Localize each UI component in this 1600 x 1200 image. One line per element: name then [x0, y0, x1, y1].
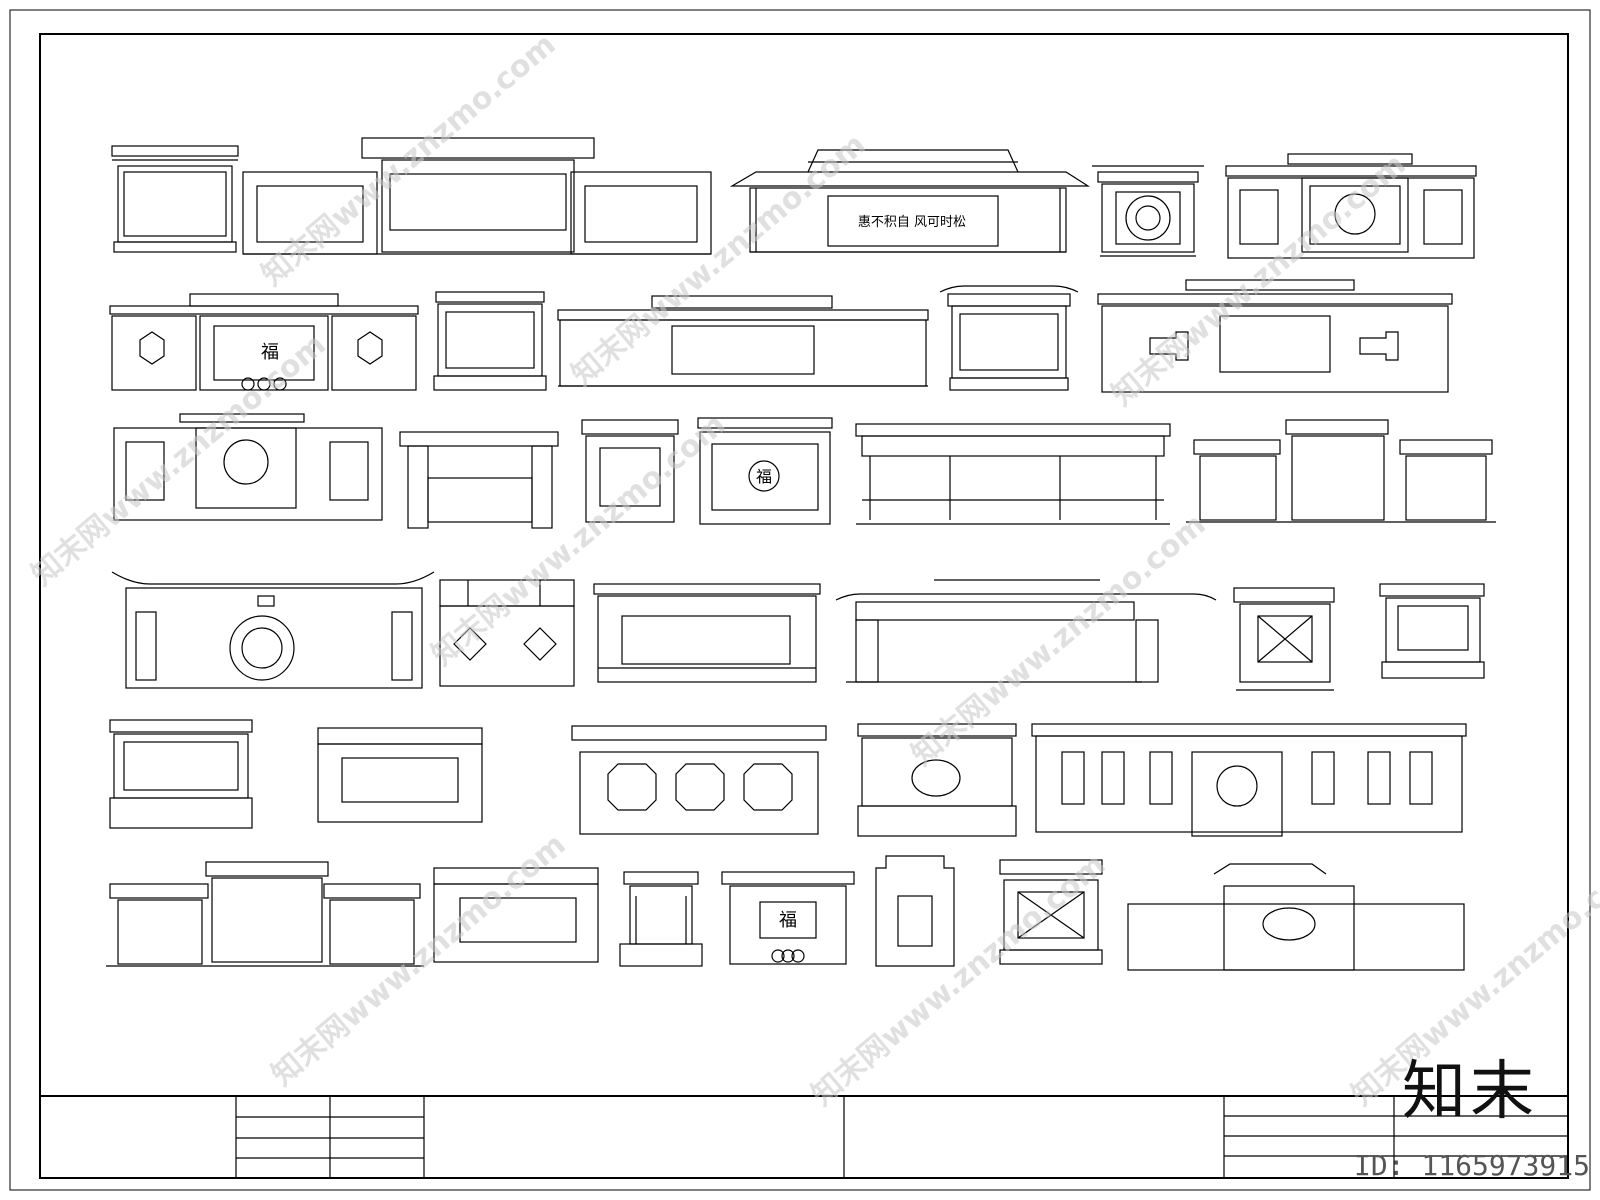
screen-wall-elevation: [939, 285, 1079, 391]
screen-wall-elevation: [113, 413, 383, 521]
screen-wall-elevation: [399, 431, 559, 529]
fu-character: 福: [261, 342, 279, 363]
title-block: [40, 1095, 1568, 1178]
screen-wall-elevation: [106, 861, 424, 967]
image-id-label: ID: 1165973915: [1353, 1149, 1590, 1182]
screen-wall-elevation: [593, 583, 821, 683]
screen-wall-elevation: [433, 291, 547, 391]
screen-wall-elevation: [1092, 165, 1204, 257]
screen-wall-elevation: [1379, 583, 1485, 679]
screen-wall-elevation: [729, 149, 1091, 253]
sheet-outer-border: [9, 9, 1591, 1191]
screen-wall-elevation: [1225, 153, 1477, 259]
screen-wall-elevation: [1233, 587, 1335, 691]
screen-wall-elevation: [1097, 279, 1453, 393]
screen-wall-elevation: [433, 867, 599, 963]
screen-wall-elevation: [999, 859, 1103, 965]
screen-wall-elevation: [557, 295, 929, 387]
screen-wall-elevation: [109, 293, 419, 391]
wall-inscription: 惠不积自 风可时松: [858, 215, 966, 230]
screen-wall-elevation: [1127, 863, 1465, 971]
screen-wall-elevation: [697, 417, 833, 525]
screen-wall-elevation: [571, 725, 827, 835]
screen-wall-elevation: [875, 855, 955, 967]
fu-character: 福: [756, 467, 772, 486]
screen-wall-elevation: [1186, 419, 1496, 523]
screen-wall-elevation: [857, 723, 1017, 837]
fu-character: 福: [779, 910, 797, 931]
screen-wall-elevation: [111, 145, 239, 253]
screen-wall-elevation: [317, 727, 483, 823]
screen-wall-elevation: [721, 871, 855, 965]
screen-wall-elevation: [619, 871, 703, 967]
screen-wall-elevation: [439, 579, 575, 687]
drawing-frame: [39, 33, 1569, 1179]
screen-wall-elevation: [835, 579, 1217, 683]
screen-wall-elevation: [242, 137, 712, 255]
screen-wall-elevation: [109, 719, 253, 829]
screen-wall-elevation: [581, 419, 679, 523]
screen-wall-elevation: [1031, 723, 1467, 837]
screen-wall-elevation: [855, 423, 1171, 525]
brand-logo: 知末: [1402, 1055, 1538, 1129]
screen-wall-elevation: [111, 571, 435, 689]
